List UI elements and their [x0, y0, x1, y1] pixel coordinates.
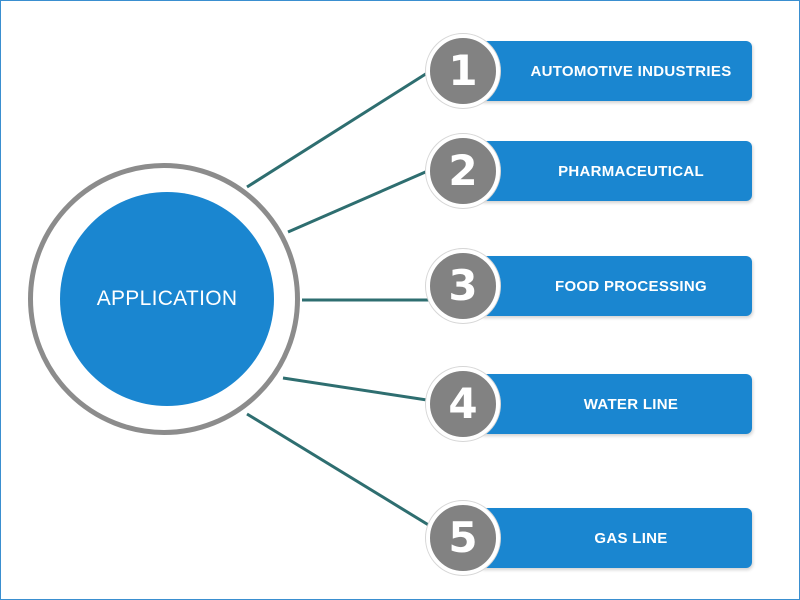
- item-label: AUTOMOTIVE INDUSTRIES: [530, 62, 732, 80]
- badge-number: 1: [448, 46, 478, 95]
- badge-number: 4: [448, 379, 478, 428]
- item-bar: AUTOMOTIVE INDUSTRIES: [478, 41, 752, 101]
- item-label: WATER LINE: [583, 395, 679, 413]
- item-bar: WATER LINE: [478, 374, 752, 434]
- number-badge: 4: [426, 367, 500, 441]
- application-item-1: AUTOMOTIVE INDUSTRIES 1: [426, 34, 756, 108]
- connector-line-1: [246, 68, 433, 189]
- item-bar: PHARMACEUTICAL: [478, 141, 752, 201]
- badge-number: 5: [448, 513, 478, 562]
- number-badge: 1: [426, 34, 500, 108]
- connector-line-4: [282, 376, 441, 404]
- application-item-5: GAS LINE 5: [426, 501, 756, 575]
- number-badge: 3: [426, 249, 500, 323]
- connector-line-2: [287, 168, 431, 234]
- badge-number: 3: [448, 261, 478, 310]
- hub-label: APPLICATION: [96, 287, 238, 310]
- application-item-3: FOOD PROCESSING 3: [426, 249, 756, 323]
- number-badge: 5: [426, 501, 500, 575]
- item-label: PHARMACEUTICAL: [558, 162, 704, 180]
- application-item-4: WATER LINE 4: [426, 367, 756, 441]
- connector-line-5: [246, 412, 441, 534]
- badge-number: 2: [448, 146, 478, 195]
- number-badge: 2: [426, 134, 500, 208]
- item-bar: GAS LINE: [478, 508, 752, 568]
- hub-circle: APPLICATION: [60, 192, 274, 406]
- item-label: GAS LINE: [594, 529, 668, 547]
- item-label: FOOD PROCESSING: [554, 277, 708, 295]
- item-bar: FOOD PROCESSING: [478, 256, 752, 316]
- application-item-2: PHARMACEUTICAL 2: [426, 134, 756, 208]
